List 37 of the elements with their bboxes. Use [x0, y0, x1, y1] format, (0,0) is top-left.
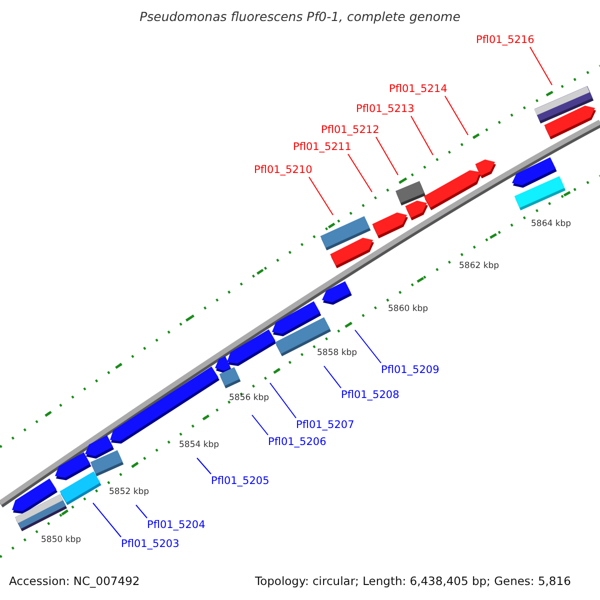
scale-label: 5862 kbp: [459, 261, 500, 271]
leader-line: [348, 154, 372, 192]
scale-label: 5860 kbp: [388, 304, 428, 314]
gene-label: Pfl01_5210: [254, 163, 312, 177]
leader-line: [444, 96, 468, 136]
leader-line: [410, 116, 434, 156]
gene-label: Pfl01_5208: [341, 388, 400, 402]
leader-line: [196, 458, 212, 474]
gene-label: Pfl01_5204: [147, 518, 206, 532]
gene-label: Pfl01_5212: [321, 123, 380, 137]
scale-label: 5858 kbp: [317, 348, 358, 358]
footer-text: Topology: circular; Length: 6,438,405 bp; Genes: 5,816: [255, 574, 571, 588]
leader-line: [136, 504, 148, 518]
leader-line: [92, 502, 122, 538]
footer-text: Accession: NC_007492: [9, 574, 140, 588]
gene-label: Pfl01_5203: [121, 537, 180, 551]
scale-label: 5856 kbp: [229, 393, 270, 403]
gene-label: Pfl01_5205: [211, 474, 270, 488]
gene-label: Pfl01_5214: [389, 82, 448, 96]
leader-line: [252, 414, 268, 436]
gene-label: Pfl01_5206: [268, 435, 326, 449]
leader-line: [530, 46, 552, 86]
leader-line: [324, 366, 342, 388]
gene-label: Pfl01_5209: [381, 363, 440, 377]
scale-label: 5854 kbp: [179, 440, 220, 450]
scale-label: 5864 kbp: [531, 219, 572, 229]
leader-line: [376, 136, 398, 176]
scale-label: 5850 kbp: [41, 535, 82, 545]
scale-label: 5852 kbp: [109, 487, 150, 497]
leader-line: [270, 382, 296, 418]
gene-label: Pfl01_5216: [476, 33, 534, 47]
leader-line: [308, 176, 334, 216]
gene-label: Pfl01_5211: [293, 140, 352, 154]
diagram-title: Pseudomonas fluorescens Pf0-1, complete genome: [138, 9, 462, 24]
gene-label: Pfl01_5207: [296, 418, 354, 432]
leader-line: [354, 330, 382, 364]
gene-label: Pfl01_5213: [356, 102, 414, 116]
